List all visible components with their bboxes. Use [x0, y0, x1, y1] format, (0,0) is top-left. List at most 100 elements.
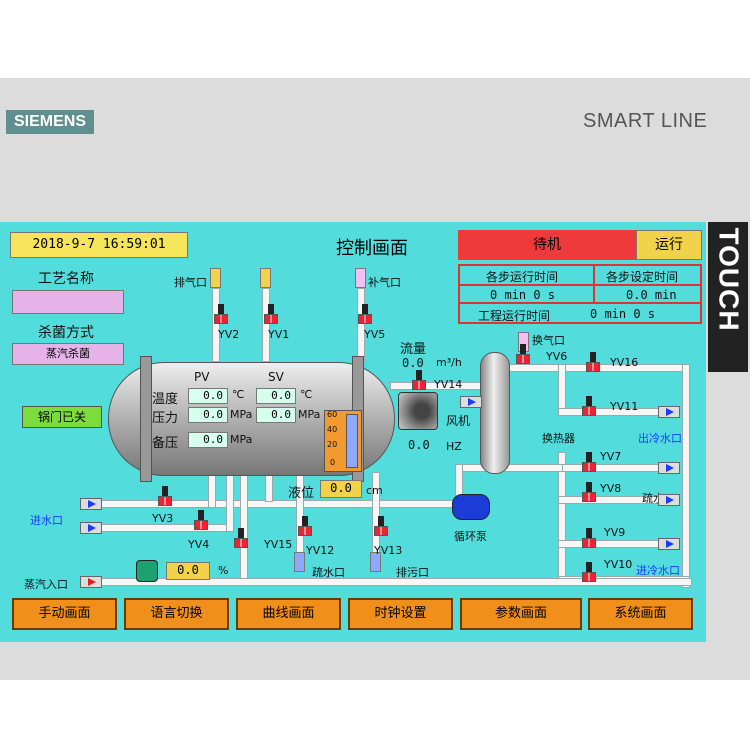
- clock-setting-button[interactable]: 时钟设置: [348, 598, 453, 630]
- pipe: [208, 472, 216, 508]
- backpressure-pv: 0.0: [188, 432, 228, 448]
- valve-yv3[interactable]: [158, 486, 172, 510]
- pressure-pv: 0.0: [188, 407, 228, 423]
- pipe: [100, 500, 467, 508]
- steam-control-valve[interactable]: [136, 560, 158, 582]
- fan-outlet-arrow: [460, 396, 482, 408]
- process-name-field[interactable]: [12, 290, 124, 314]
- project-run-value: 0 min 0 s: [590, 307, 656, 321]
- temperature-label: 温度: [152, 392, 179, 407]
- parameter-screen-button[interactable]: 参数画面: [460, 598, 582, 630]
- valve-yv11[interactable]: [582, 396, 596, 420]
- curve-screen-button[interactable]: 曲线画面: [236, 598, 341, 630]
- siemens-logo: SIEMENS: [6, 110, 94, 134]
- cold-water-out-arrow: [658, 406, 680, 418]
- outlet-arrow: [658, 462, 680, 474]
- pipe: [558, 408, 660, 416]
- valve-yv15-label: YV15: [264, 538, 293, 551]
- valve-yv7-label: YV7: [600, 450, 622, 463]
- temperature-unit: ℃: [300, 388, 313, 401]
- inlet-arrow: [80, 522, 102, 534]
- vent-indicator: [355, 268, 366, 288]
- valve-yv7[interactable]: [582, 452, 596, 476]
- valve-yv5-label: YV5: [364, 328, 386, 341]
- fan-value: 0.0: [408, 438, 430, 452]
- cold-water-in-label: 进冷水口: [636, 564, 680, 577]
- valve-yv15[interactable]: [234, 528, 248, 552]
- system-screen-button[interactable]: 系统画面: [588, 598, 693, 630]
- drain-port-label: 疏水口: [312, 566, 345, 579]
- backpressure-unit: MPa: [230, 433, 253, 446]
- timers-table: [458, 264, 702, 324]
- timers-divider: [458, 284, 702, 286]
- status-indicator: 待机: [458, 230, 636, 260]
- pipe: [100, 524, 234, 532]
- sterilize-mode-field[interactable]: 蒸汽杀菌: [12, 343, 124, 365]
- backpressure-label: 备压: [152, 436, 179, 451]
- pressure-sv[interactable]: 0.0: [256, 407, 296, 423]
- exhaust-port-label: 排气口: [174, 276, 207, 289]
- valve-yv12-label: YV12: [306, 544, 335, 557]
- air-supply-port-label: 补气口: [368, 276, 401, 289]
- step-run-label: 各步运行时间: [486, 270, 559, 284]
- level-value: 0.0: [320, 480, 362, 498]
- top-border: [0, 0, 750, 78]
- pipe: [682, 364, 690, 588]
- page-title: 控制画面: [336, 238, 408, 259]
- air-change-port-label: 换气口: [532, 334, 565, 347]
- sewage-port-label: 排污口: [396, 566, 429, 579]
- gauge-tick: 40: [327, 425, 338, 434]
- valve-yv9[interactable]: [582, 528, 596, 552]
- valve-yv13[interactable]: [374, 516, 388, 540]
- level-gauge-bar: [346, 414, 358, 468]
- step-set-value: 0.0 min: [626, 288, 677, 302]
- sterilize-mode-label: 杀菌方式: [38, 325, 94, 341]
- flow-label: 流量: [400, 342, 427, 357]
- heat-exchanger-label: 换热器: [542, 432, 575, 445]
- pipe: [212, 288, 220, 362]
- valve-yv12[interactable]: [298, 516, 312, 540]
- temperature-sv[interactable]: 0.0: [256, 388, 296, 404]
- valve-yv4-label: YV4: [188, 538, 210, 551]
- outlet-arrow: [658, 494, 680, 506]
- door-status-indicator: 锅门已关: [22, 406, 102, 428]
- pipe: [262, 288, 270, 362]
- valve-yv13-label: YV13: [374, 544, 403, 557]
- fan-motor: [398, 392, 438, 430]
- pressure-label: 压力: [152, 411, 179, 426]
- valve-yv10[interactable]: [582, 562, 596, 586]
- valve-yv8[interactable]: [582, 482, 596, 506]
- pipe: [558, 540, 660, 548]
- manual-screen-button[interactable]: 手动画面: [12, 598, 117, 630]
- steam-valve-opening[interactable]: 0.0: [166, 562, 210, 580]
- drain-indicator: [370, 552, 381, 572]
- valve-yv16[interactable]: [586, 352, 600, 376]
- run-button[interactable]: 运行: [636, 230, 702, 260]
- valve-yv14[interactable]: [412, 370, 426, 394]
- valve-yv3-label: YV3: [152, 512, 174, 525]
- gauge-tick: 20: [327, 440, 338, 449]
- gauge-tick: 60: [327, 410, 338, 419]
- water-inlet-label: 进水口: [30, 514, 63, 527]
- valve-yv5[interactable]: [358, 304, 372, 328]
- pressure-unit: MPa: [298, 408, 321, 421]
- valve-yv1[interactable]: [264, 304, 278, 328]
- step-run-value: 0 min 0 s: [490, 288, 556, 302]
- valve-yv2[interactable]: [214, 304, 228, 328]
- circulation-pump-label: 循环泵: [454, 530, 487, 543]
- hmi-screen: 2018-9-7 16:59:01 控制画面 待机 运行 各步运行时间 各步设定…: [0, 222, 706, 642]
- valve-yv11-label: YV11: [610, 400, 639, 413]
- temperature-unit: ℃: [232, 388, 245, 401]
- steam-inlet-arrow: [80, 576, 102, 588]
- heat-exchanger: [480, 352, 510, 474]
- valve-yv4[interactable]: [194, 510, 208, 534]
- project-run-label: 工程运行时间: [478, 309, 551, 323]
- valve-yv6[interactable]: [516, 344, 530, 368]
- pressure-unit: MPa: [230, 408, 253, 421]
- flow-unit: m³/h: [436, 356, 462, 369]
- valve-yv8-label: YV8: [600, 482, 622, 495]
- flow-value: 0.0: [402, 356, 424, 370]
- sv-header: SV: [268, 370, 284, 384]
- language-switch-button[interactable]: 语言切换: [124, 598, 229, 630]
- touch-strip: TOUCH: [708, 222, 748, 372]
